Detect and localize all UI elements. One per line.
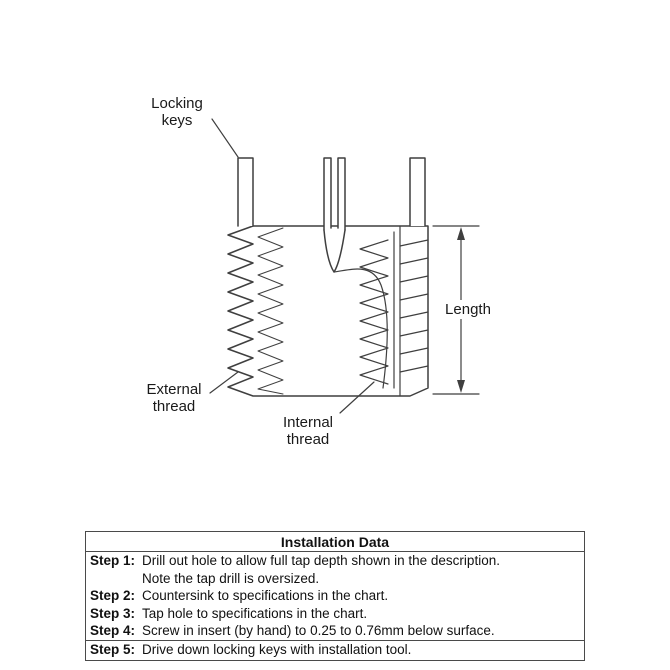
label-length: Length: [437, 300, 499, 319]
cutaway-curve: [333, 268, 388, 389]
outer-shell-right: [399, 225, 429, 397]
step-text: Countersink to specifications in the cha…: [142, 588, 389, 603]
label-external-thread: External thread: [146, 381, 202, 415]
step-text: Drive down locking keys with installatio…: [142, 641, 412, 657]
step-text: Drill out hole to allow full tap depth s…: [142, 553, 500, 586]
step-label: Step 3:: [90, 605, 136, 621]
locking-key-left: [237, 157, 254, 227]
locking-key-right: [409, 157, 426, 227]
table-row-step-5: Step 5: Drive down locking keys with ins…: [86, 639, 584, 661]
label-internal-thread: Internal thread: [282, 414, 334, 448]
table-row-step-1: Step 1: Drill out hole to allow full tap…: [86, 552, 584, 587]
center-key-stem: [323, 157, 346, 273]
table-row-step-2: Step 2: Countersink to specifications in…: [86, 587, 584, 605]
insert-diagram-linework: [209, 118, 480, 414]
step-text: Screw in insert (by hand) to 0.25 to 0.7…: [142, 623, 495, 638]
label-locking-keys: Locking keys: [151, 95, 203, 129]
installation-data-table: Installation Data Step 1: Drill out hole…: [85, 531, 585, 661]
table-row-step-4: Step 4: Screw in insert (by hand) to 0.2…: [86, 622, 584, 640]
insert-body: [227, 225, 429, 397]
step-text: Tap hole to specifications in the chart.: [142, 605, 368, 621]
table-title: Installation Data: [86, 532, 584, 552]
step-label: Step 1:: [90, 553, 136, 568]
step-label: Step 4:: [90, 623, 136, 638]
internal-thread-linework: [359, 231, 395, 389]
step-label: Step 2:: [90, 588, 136, 603]
label-pointers: [209, 118, 375, 414]
table-row-step-3: Step 3: Tap hole to specifications in th…: [86, 605, 584, 623]
step-label: Step 5:: [90, 641, 136, 657]
